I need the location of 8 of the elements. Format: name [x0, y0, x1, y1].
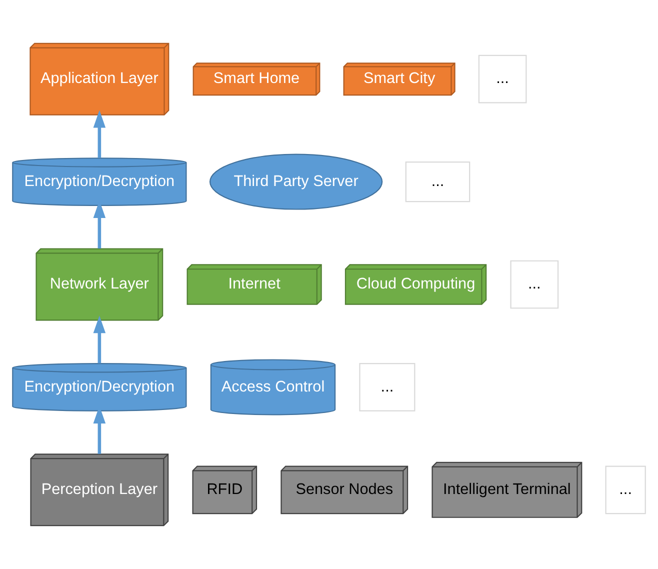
node-box: ... — [478, 54, 527, 104]
node-box: ... — [605, 466, 646, 514]
node-box: ... — [405, 161, 470, 202]
arrow — [93, 110, 106, 158]
node-box: ... — [359, 363, 416, 412]
arrow — [93, 316, 106, 364]
node-ellipse: Third Party Server — [209, 154, 383, 210]
node-box: ... — [510, 260, 559, 309]
